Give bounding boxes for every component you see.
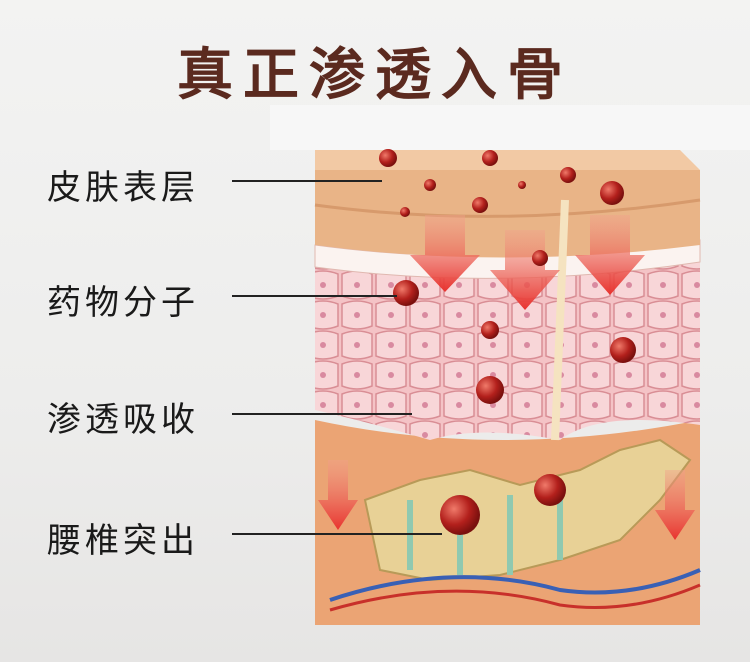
label-absorption: 渗透吸收 — [47, 400, 199, 440]
label-lumbar-protrusion: 腰椎突出 — [47, 521, 199, 561]
drug-molecules — [379, 149, 636, 535]
leader-line-skin — [232, 180, 382, 182]
leader-line-molecules — [232, 295, 397, 297]
penetration-arrows — [318, 215, 695, 540]
title-backdrop — [270, 105, 750, 150]
leader-line-lumbar — [232, 533, 442, 535]
page-title: 真正渗透入骨 — [177, 42, 573, 108]
label-drug-molecules: 药物分子 — [47, 283, 199, 323]
leader-line-absorption — [232, 413, 412, 415]
spine-bones — [329, 438, 701, 612]
label-skin-surface: 皮肤表层 — [47, 168, 199, 208]
